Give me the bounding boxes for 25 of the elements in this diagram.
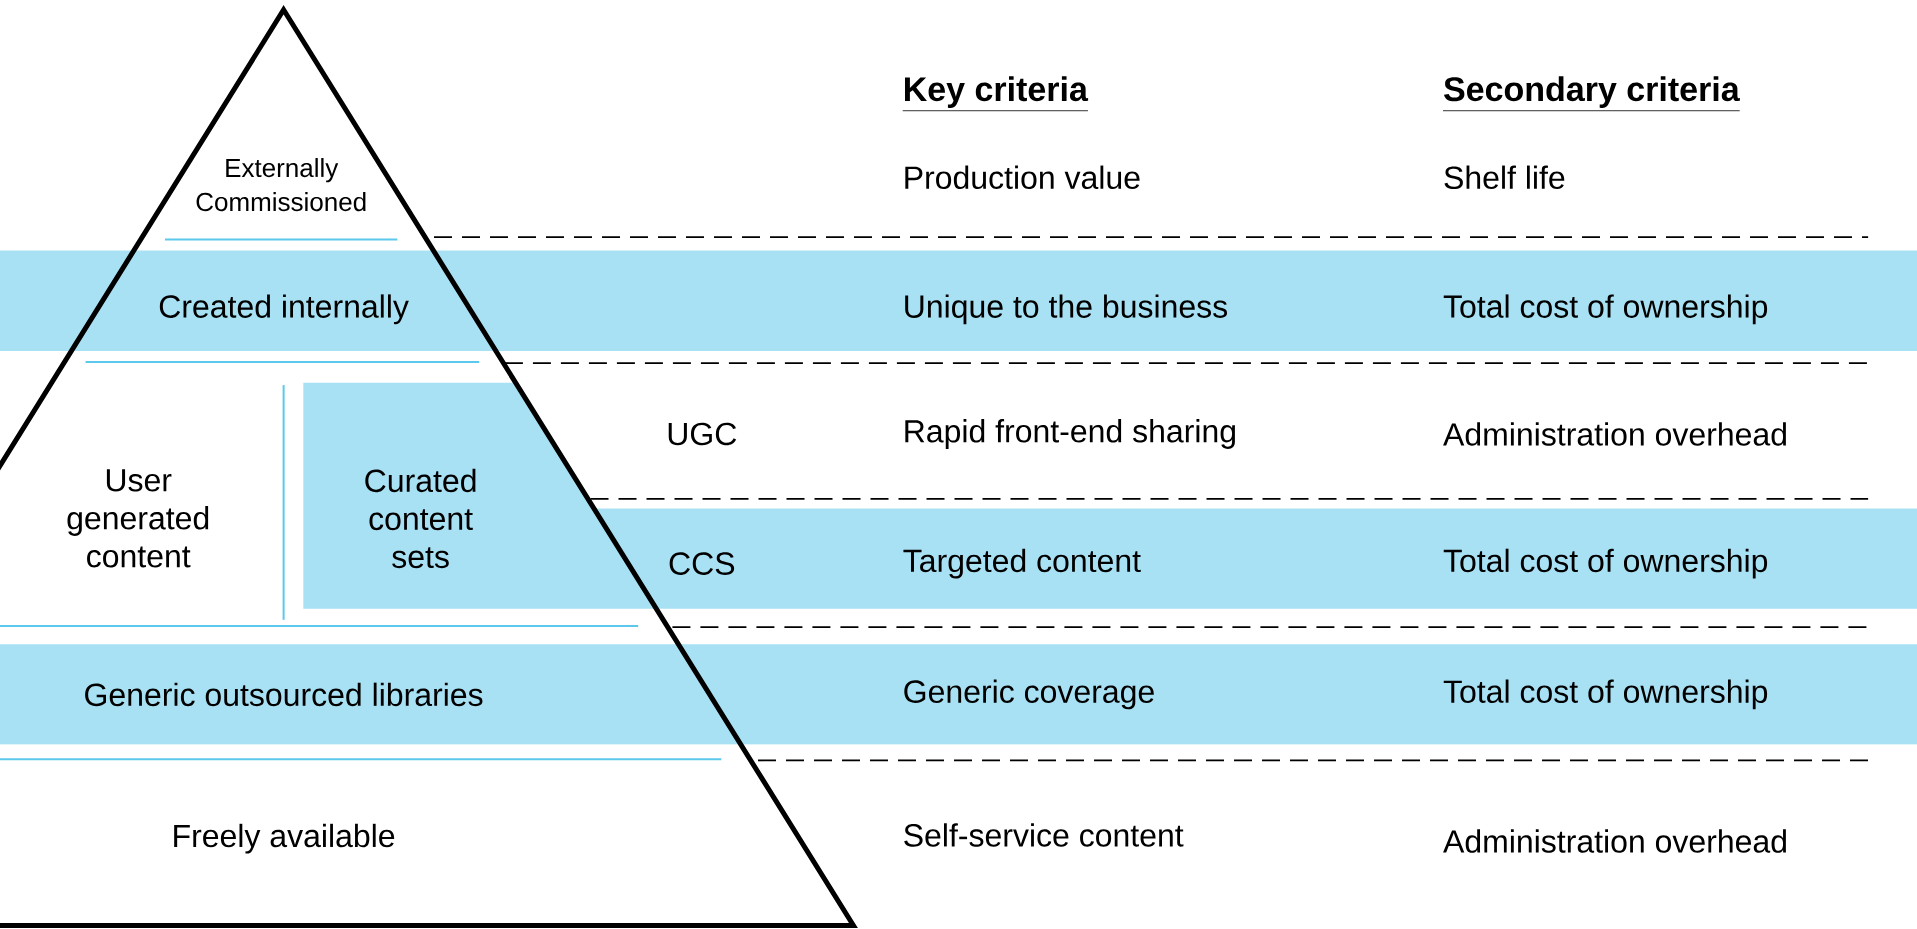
criteria-text: Administration overhead bbox=[1443, 422, 1786, 446]
band-label: Generic coverage bbox=[904, 679, 1154, 710]
criteria-text: Production value bbox=[905, 165, 1140, 190]
band-label: CCS bbox=[669, 552, 735, 575]
band bbox=[0, 644, 1917, 745]
band-label: Generic outsourced libraries bbox=[85, 682, 483, 707]
row-code: UGC bbox=[668, 422, 737, 446]
tier-label: Externally Commissioned bbox=[196, 158, 366, 212]
criteria-text: Self-service content bbox=[904, 823, 1184, 847]
column-header: Secondary criteria bbox=[1442, 76, 1741, 112]
band-label: Curated content sets bbox=[365, 468, 476, 569]
criteria-text: Rapid front-end sharing bbox=[905, 419, 1235, 449]
band bbox=[0, 250, 1917, 351]
band-label: Unique to the business bbox=[905, 294, 1227, 325]
band-label: Created internally bbox=[159, 294, 409, 325]
criteria-text: Administration overhead bbox=[1443, 829, 1786, 853]
band bbox=[303, 382, 1917, 609]
band-label: Targeted content bbox=[903, 548, 1141, 579]
tier-label: Freely available bbox=[174, 823, 395, 854]
band-label: Total cost of ownership bbox=[1443, 294, 1768, 325]
band-label: Total cost of ownership bbox=[1443, 679, 1768, 710]
criteria-text: Shelf life bbox=[1444, 165, 1565, 190]
column-header: Key criteria bbox=[902, 76, 1089, 112]
tier-label: User generated content bbox=[67, 469, 209, 568]
band-label: Total cost of ownership bbox=[1443, 548, 1768, 579]
